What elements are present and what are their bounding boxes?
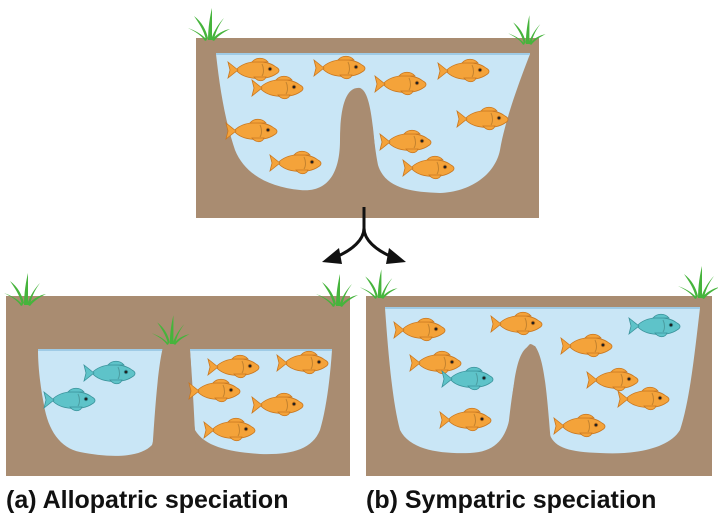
grass-tuft-icon (359, 269, 398, 299)
sympatric-pond (359, 266, 718, 476)
sympatric-caption: (b) Sympatric speciation (366, 486, 657, 514)
center-ridge (505, 344, 552, 455)
original-pond (188, 8, 546, 218)
allopatric-pond (4, 273, 358, 476)
grass-tuft-icon (188, 8, 230, 41)
center-ridge (340, 88, 378, 190)
split-arrow-icon (322, 207, 406, 264)
grass-tuft-icon (678, 266, 718, 299)
dividing-ridge (152, 336, 196, 455)
allopatric-caption: (a) Allopatric speciation (6, 486, 289, 514)
pond-water-left (38, 350, 170, 456)
